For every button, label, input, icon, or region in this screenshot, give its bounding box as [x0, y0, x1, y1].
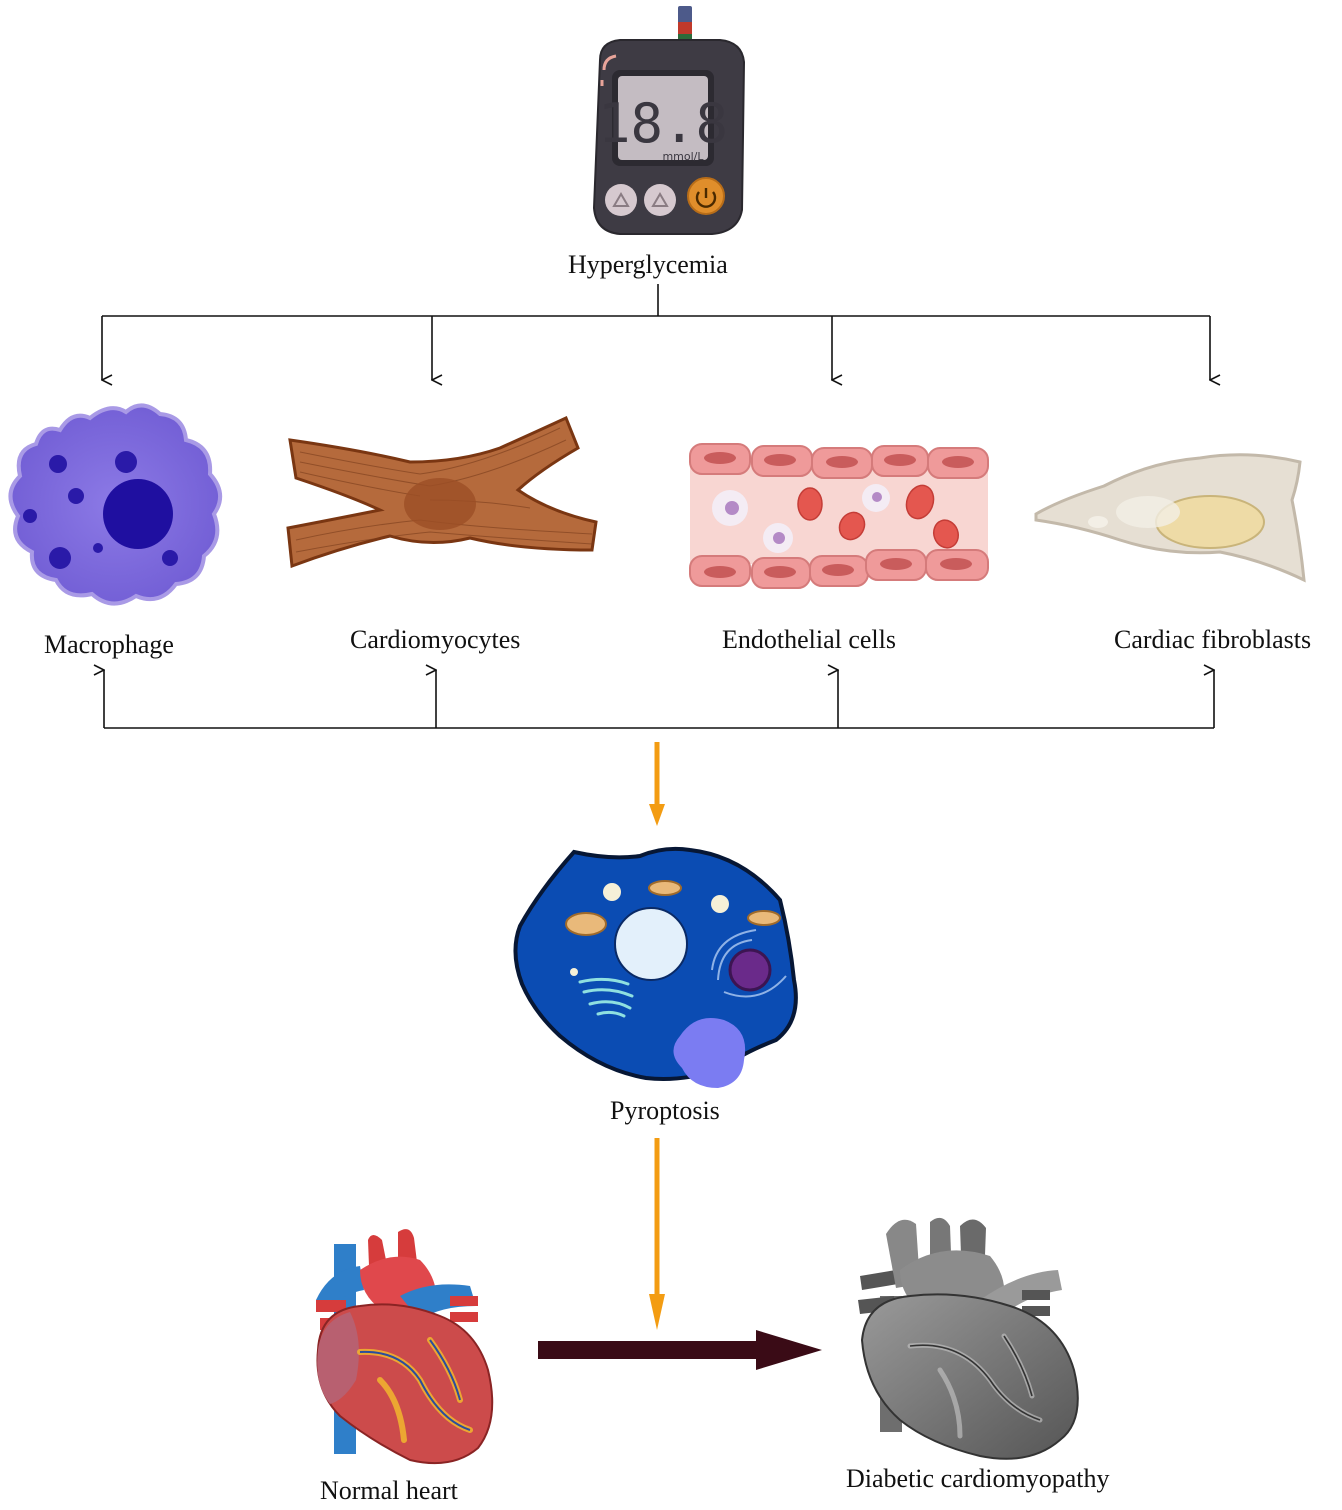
cardiomyocyte-icon — [286, 415, 598, 569]
progression-arrow — [538, 1330, 822, 1370]
normal-heart-label: Normal heart — [320, 1476, 458, 1505]
pyroptosis-label: Pyroptosis — [610, 1096, 720, 1125]
pyroptotic-cell-icon — [513, 846, 798, 1088]
normal-heart-icon — [316, 1229, 494, 1465]
hyperglycemia-branch-connector — [102, 284, 1210, 380]
macrophage-icon — [8, 403, 222, 606]
endothelial-cells-label: Endothelial cells — [722, 625, 897, 654]
orange-arrow-to-outcome — [649, 1138, 665, 1330]
meter-unit-text: mmol/L — [662, 150, 704, 163]
hyperglycemia-label: Hyperglycemia — [568, 250, 728, 279]
endothelial-vessel-icon — [689, 443, 989, 589]
cardiac-fibroblasts-label: Cardiac fibroblasts — [1114, 625, 1312, 654]
glucose-meter-icon — [592, 6, 746, 235]
diseased-heart-icon — [858, 1217, 1079, 1460]
diabetic-cardiomyopathy-label: Diabetic cardiomyopathy — [846, 1464, 1110, 1493]
macrophage-label: Macrophage — [44, 630, 174, 659]
fibroblast-icon — [1034, 453, 1306, 583]
cells-merge-connector — [104, 670, 1214, 729]
meter-reading-text: 18.8 — [598, 92, 728, 155]
cardiomyocytes-label: Cardiomyocytes — [350, 625, 521, 654]
orange-arrow-to-pyroptosis — [649, 742, 665, 826]
